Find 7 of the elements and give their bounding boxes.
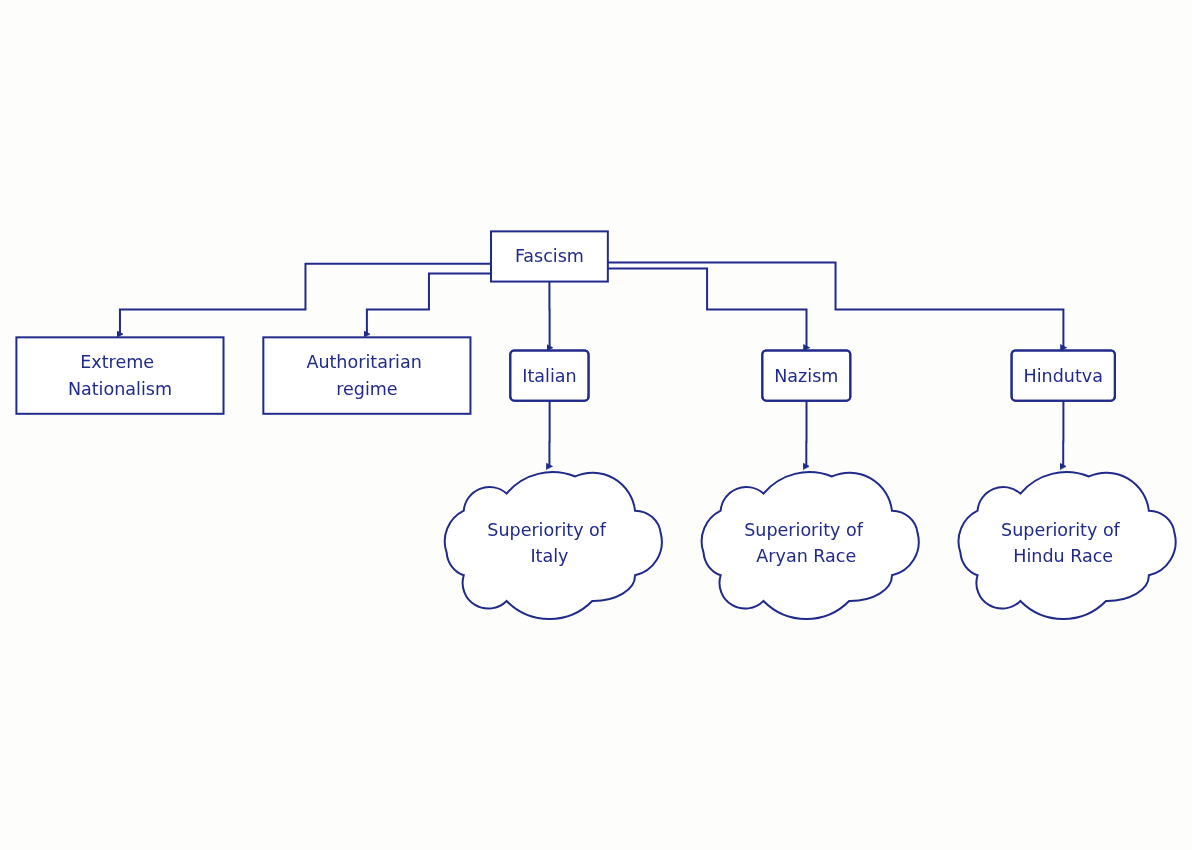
node-box: Fascism — [490, 230, 609, 283]
arrow — [802, 399, 810, 470]
arrow — [1059, 399, 1067, 470]
arrow — [545, 399, 553, 470]
node-box: Extreme Nationalism — [15, 336, 225, 415]
arrow — [546, 280, 554, 352]
node-box: Authoritarian regime — [262, 336, 472, 415]
